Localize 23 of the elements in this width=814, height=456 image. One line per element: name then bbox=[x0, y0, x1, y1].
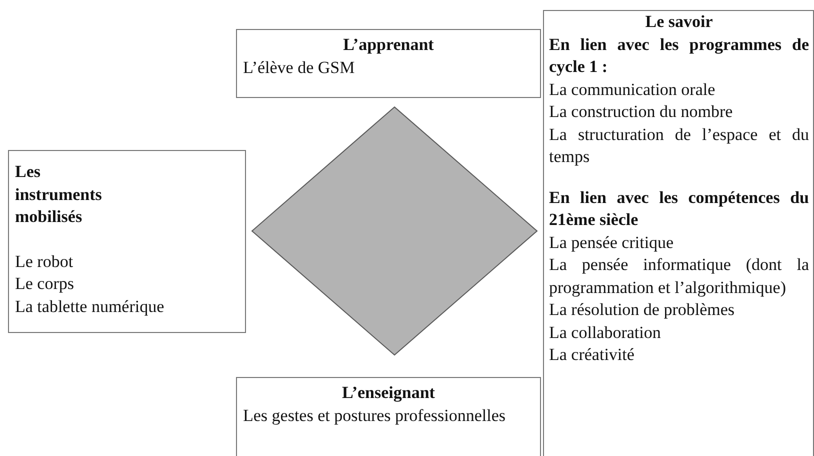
box-text: La tablette numérique bbox=[15, 296, 166, 318]
box-text: Le corps bbox=[15, 273, 76, 295]
box-text: La pensée informatique (dont la programmation et l’algorithmique) bbox=[549, 254, 809, 299]
box-heading: Les instruments mobilisés bbox=[15, 161, 103, 228]
box-text: La structuration de l’espace et du temps bbox=[549, 124, 809, 168]
box-text: La communication orale bbox=[549, 78, 716, 100]
text-box bbox=[236, 377, 541, 456]
box-text: La résolution de problèmes bbox=[549, 299, 736, 321]
box-heading: Le savoir bbox=[644, 11, 714, 33]
box-text: La collaboration bbox=[549, 322, 662, 344]
box-text: Les gestes et postures professionnelles bbox=[243, 404, 506, 427]
text-box bbox=[236, 29, 541, 98]
box-text: L’élève de GSM bbox=[243, 56, 356, 78]
box-text: La pensée critique bbox=[549, 232, 675, 254]
box-text: Le robot bbox=[15, 250, 74, 272]
box-heading: L’enseignant bbox=[341, 382, 436, 404]
text-box bbox=[8, 150, 246, 333]
box-text: La créativité bbox=[549, 344, 636, 366]
box-heading: L’apprenant bbox=[342, 34, 435, 56]
section-heading: En lien avec les compétences du 21ème siècle bbox=[549, 186, 809, 231]
section-heading: En lien avec les programmes de cycle 1 : bbox=[549, 34, 809, 78]
text-box bbox=[543, 10, 814, 456]
box-text: La construction du nombre bbox=[549, 101, 734, 123]
